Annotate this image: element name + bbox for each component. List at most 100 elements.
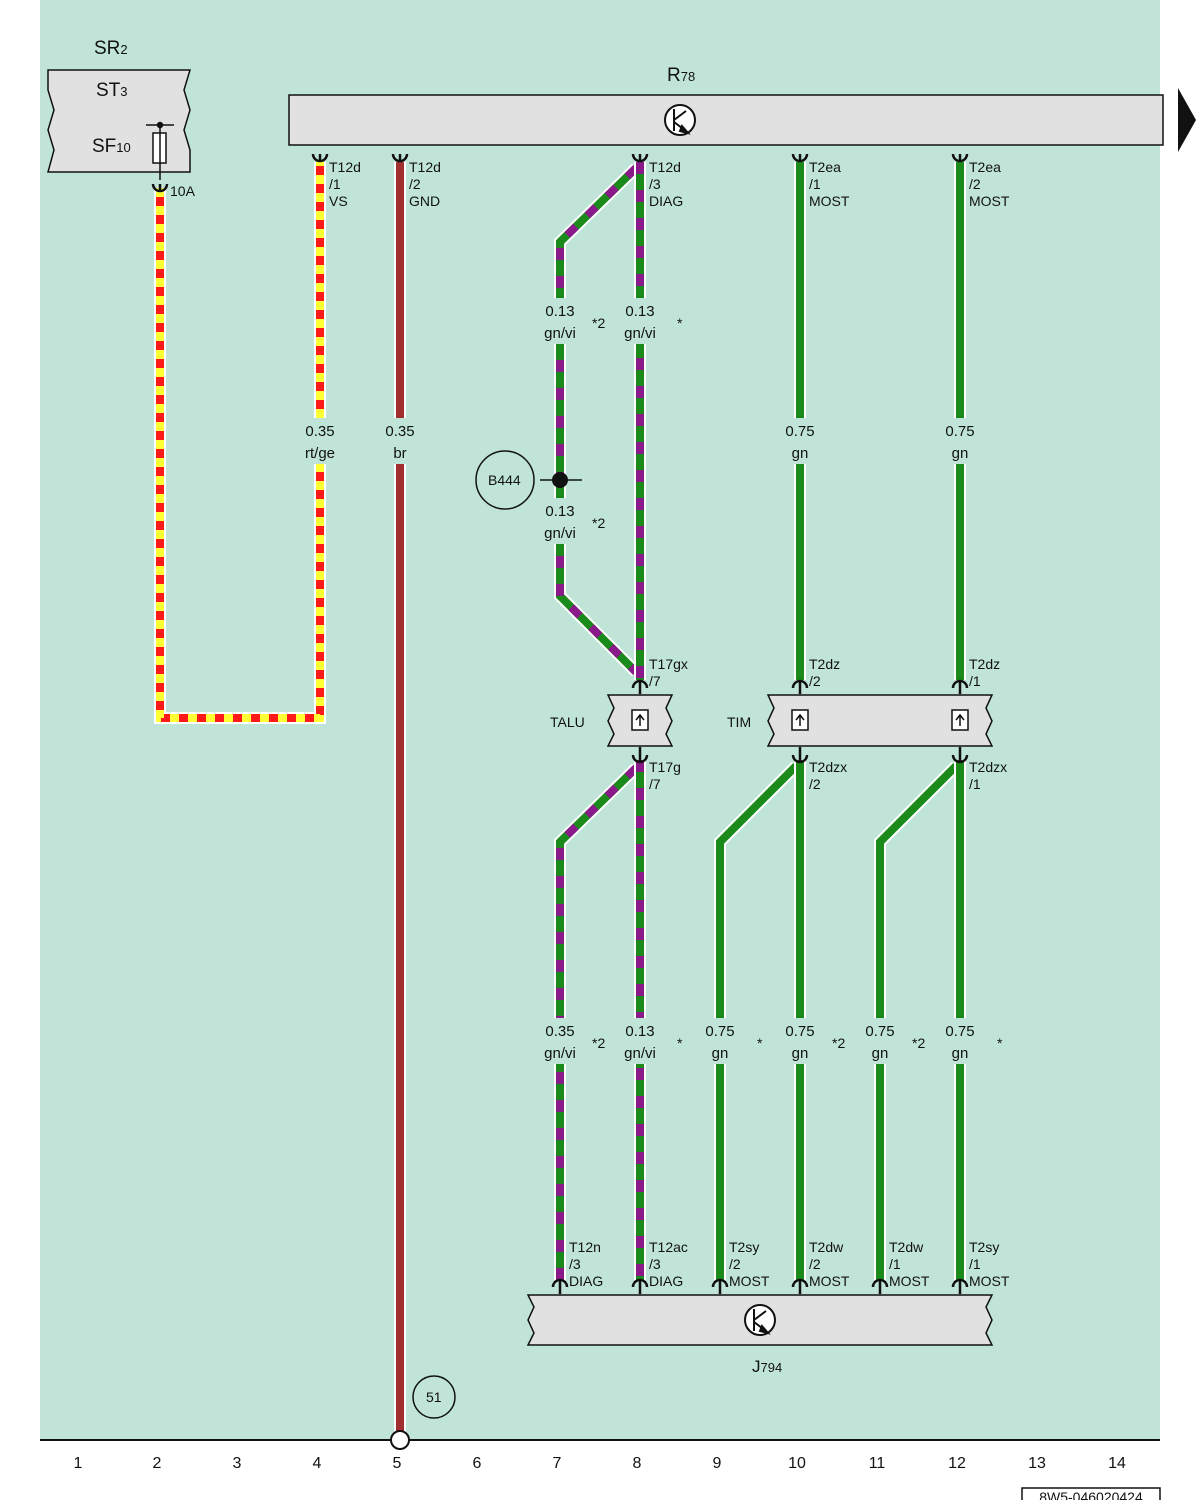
column-number: 1 [74, 1455, 83, 1472]
talu-label: TALU [550, 714, 585, 730]
j794-label: J794 [752, 1357, 782, 1376]
column-number: 14 [1108, 1455, 1126, 1472]
column-number: 13 [1028, 1455, 1046, 1472]
column-number: 10 [788, 1455, 806, 1472]
wire-color: gn [952, 445, 969, 462]
wire-gn-col9-lower [714, 761, 801, 1280]
splice-dot [552, 472, 568, 488]
wire-note: *2 [832, 1035, 845, 1051]
wire-gn-vi-col7-lower [554, 763, 641, 1280]
column-number: 7 [553, 1455, 562, 1472]
column-numbers: 1 2 3 4 5 6 7 8 9 10 11 12 13 14 [74, 1455, 1126, 1472]
label-gaps [295, 298, 985, 1064]
wire-size: 0.35 [305, 423, 334, 440]
document-id-text: 8W5-046020424 [1039, 1489, 1143, 1500]
connector-icon [791, 709, 809, 731]
sr2-component[interactable]: SR2 ST3 SF10 [47, 38, 192, 180]
wire-size: 0.75 [945, 1023, 974, 1040]
tim-label: TIM [727, 714, 751, 730]
column-number: 9 [713, 1455, 722, 1472]
column-number: 4 [313, 1455, 322, 1472]
ground-point-51[interactable]: 51 [390, 1375, 456, 1450]
wire-size: 0.13 [545, 303, 574, 320]
column-number: 6 [473, 1455, 482, 1472]
wire-size: 0.75 [945, 423, 974, 440]
j794-component[interactable]: J794 [526, 1294, 994, 1376]
column-number: 2 [153, 1455, 162, 1472]
wire-note: *2 [592, 315, 605, 331]
wire-color: gn [952, 1045, 969, 1062]
control-unit-icon [664, 104, 696, 136]
pin-label: T2dzx/1 [969, 759, 1007, 792]
r78-box [288, 94, 1164, 146]
wire-color: gn/vi [624, 325, 656, 342]
ground-label: 51 [426, 1389, 442, 1405]
pin-markers [151, 153, 969, 1294]
b444-circle [475, 450, 535, 510]
ground-junction [390, 1430, 410, 1450]
wire-color: gn/vi [544, 325, 576, 342]
document-id: 8W5-046020424 [1021, 1487, 1161, 1500]
wire-size: 0.13 [625, 1023, 654, 1040]
b444-label: B444 [488, 472, 521, 488]
r78-component[interactable]: R78 [288, 65, 1164, 146]
wire-color: gn [792, 1045, 809, 1062]
wire-gn-vi-branch-upper [554, 163, 641, 677]
fuse-rating: 10A [170, 183, 196, 199]
wire-size: 0.13 [625, 303, 654, 320]
connector-icon [951, 709, 969, 731]
pin-label: T17gx/7 [649, 656, 688, 689]
wire-color: rt/ge [305, 445, 335, 462]
wire-size: 0.35 [385, 423, 414, 440]
wire-labels: 0.35 rt/ge 0.35 br 0.13 gn/vi *2 0.13 gn… [305, 303, 1003, 1062]
wire-size: 0.13 [545, 503, 574, 520]
wire-gn-col11-lower [874, 761, 961, 1280]
wire-note: * [997, 1035, 1003, 1051]
talu-component[interactable]: TALU [550, 694, 674, 747]
wire-note: *2 [592, 1035, 605, 1051]
wire-note: * [757, 1035, 763, 1051]
st-label: ST3 [96, 80, 128, 101]
wire-color: gn [872, 1045, 889, 1062]
pin-label: T2dzx/2 [809, 759, 847, 792]
sr-label: SR2 [94, 38, 128, 59]
wire-note: * [677, 315, 683, 331]
b444-splice[interactable]: B444 [475, 450, 582, 510]
tim-component[interactable]: TIM [727, 694, 994, 747]
wire-size: 0.75 [785, 423, 814, 440]
pin-label: T2dz/1 [969, 656, 1000, 689]
pin-label: T2dz/2 [809, 656, 840, 689]
wire-color: gn/vi [544, 525, 576, 542]
wire-color: gn/vi [624, 1045, 656, 1062]
sf-label: SF10 [92, 136, 131, 157]
wire-note: * [677, 1035, 683, 1051]
wire-color: br [393, 445, 406, 462]
wire-note: *2 [912, 1035, 925, 1051]
column-number: 8 [633, 1455, 642, 1472]
fuse-icon [146, 121, 174, 180]
wire-size: 0.75 [865, 1023, 894, 1040]
column-number: 11 [869, 1455, 886, 1472]
r78-label: R78 [667, 65, 695, 86]
wire-color: gn [792, 445, 809, 462]
wire-color: gn/vi [544, 1045, 576, 1062]
wire-size: 0.75 [705, 1023, 734, 1040]
column-number: 12 [948, 1455, 966, 1472]
page-arrow-icon[interactable] [1178, 88, 1196, 152]
wire-size: 0.75 [785, 1023, 814, 1040]
wire-note: *2 [592, 515, 605, 531]
pin-label: T17g/7 [649, 759, 681, 792]
column-number: 3 [233, 1455, 242, 1472]
